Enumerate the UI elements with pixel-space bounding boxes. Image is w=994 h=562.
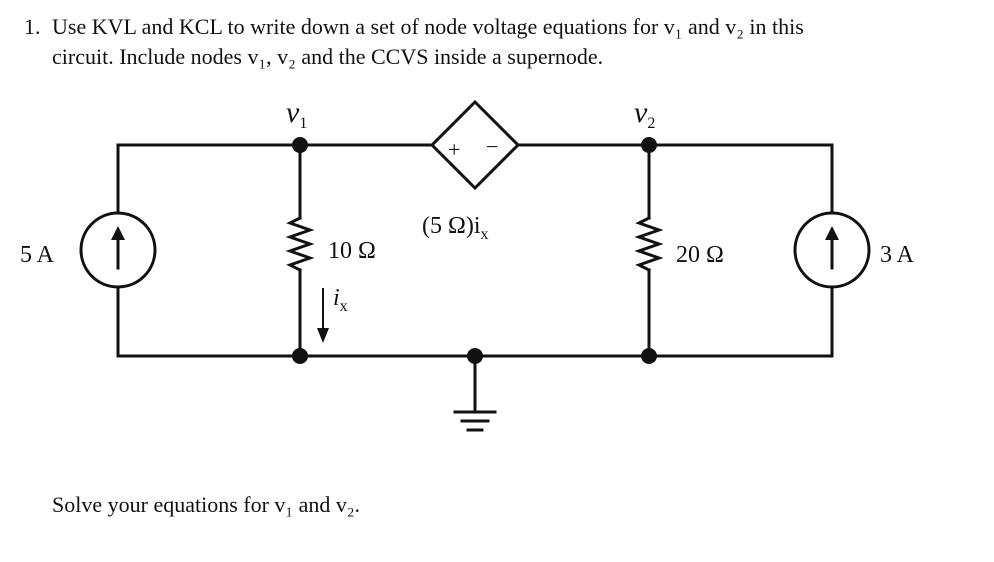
source-right-label: 3 A <box>880 242 915 268</box>
resistor-10-ohm <box>285 215 315 273</box>
ix-label: ix <box>333 285 348 315</box>
ccvs-diamond <box>429 99 521 191</box>
ccvs-minus: − <box>486 134 498 159</box>
node-bottom-left-dot <box>292 348 308 364</box>
problem-line-1: 1. Use KVL and KCL to write down a set of… <box>24 12 974 42</box>
node-v1-dot <box>292 137 308 153</box>
problem-text-1: Use KVL and KCL to write down a set of n… <box>52 14 804 39</box>
node-bottom-right-dot <box>641 348 657 364</box>
problem-line-2: circuit. Include nodes v₁, v₂ and the CC… <box>52 44 604 69</box>
r1-label: 10 Ω <box>328 238 376 264</box>
problem-statement: 1. Use KVL and KCL to write down a set of… <box>24 12 974 72</box>
current-source-left <box>79 211 157 289</box>
resistor-20-ohm <box>634 215 664 273</box>
problem-number: 1. <box>24 14 41 39</box>
current-source-right <box>793 211 871 289</box>
source-left-label: 5 A <box>20 242 55 268</box>
ccvs-plus: + <box>448 137 460 162</box>
node-v2-dot <box>641 137 657 153</box>
current-arrow-ix <box>317 288 329 343</box>
node-v1-label: v1 <box>286 96 307 132</box>
node-v2-label: v2 <box>634 96 655 132</box>
r2-label: 20 Ω <box>676 242 724 268</box>
ground-icon <box>453 354 497 432</box>
solve-instruction: Solve your equations for v₁ and v₂. <box>52 492 361 517</box>
ccvs-label: (5 Ω)ix <box>422 213 489 243</box>
